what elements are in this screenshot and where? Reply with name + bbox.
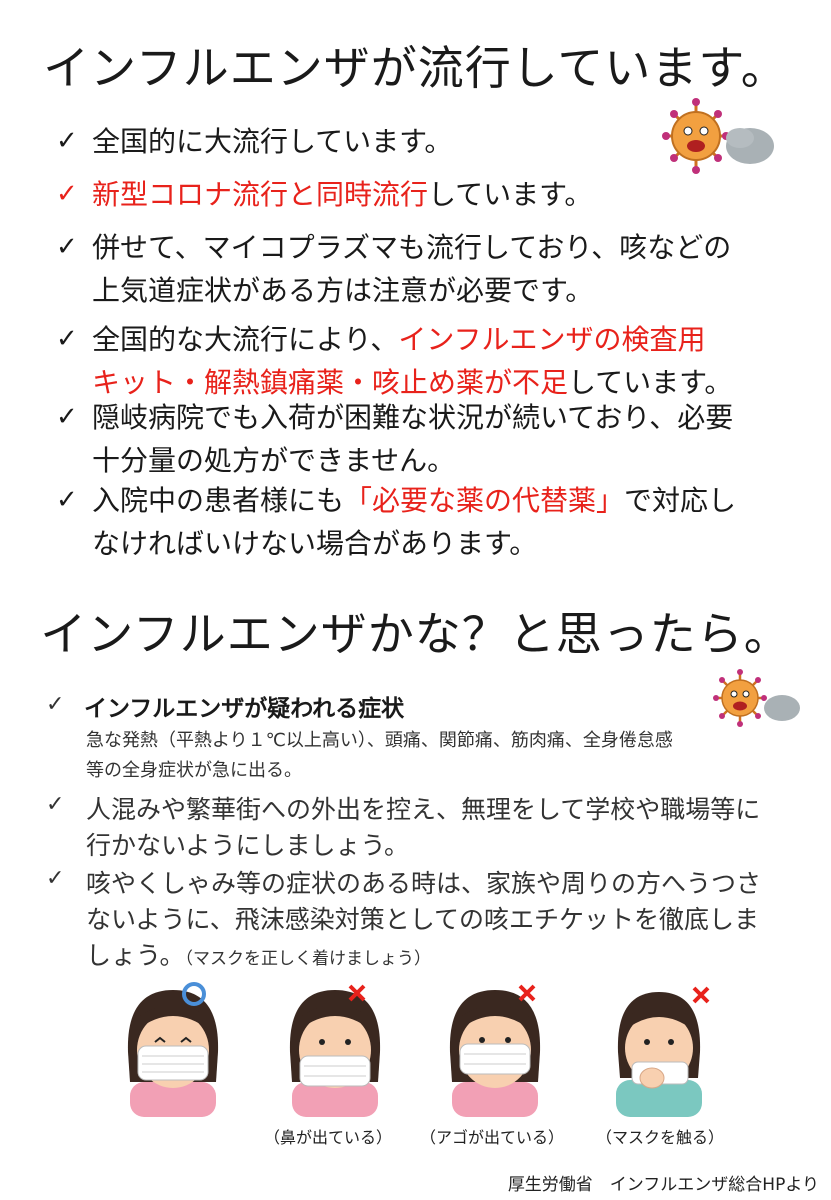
list-item: ✓ 人混みや繁華街への外出を控え、無理をして学校や職場等に 行かないようにしまし… — [46, 792, 806, 864]
check-icon: ✓ — [56, 126, 78, 156]
check-icon: ✓ — [56, 324, 78, 354]
section-title: インフルエンザかな？と思ったら。 — [40, 607, 791, 661]
caption: （アゴが出ている） — [420, 1128, 565, 1147]
item-highlight: インフルエンザの検査用 — [398, 323, 706, 356]
item-text: 等の全身症状が急に出る。 — [86, 760, 302, 781]
item-text: 咳やくしゃみ等の症状のある時は、家族や周りの方へうつさ — [86, 869, 762, 898]
item-text: 上気道症状がある方は注意が必要です。 — [92, 274, 594, 307]
item-text: しょう。 — [86, 941, 185, 970]
list-item: ✓ 併せて、マイコプラズマも流行しており、咳などの 上気道症状がある方は注意が必… — [56, 226, 796, 312]
check-icon: ✓ — [56, 402, 78, 432]
source-footer: 厚生労働省 インフルエンザ総合HPより — [507, 1175, 819, 1195]
item-text: なければいけない場合があります。 — [92, 527, 538, 560]
item-highlight: キット・解熱鎮痛薬・咳止め薬が不足 — [92, 366, 569, 399]
item-text: で対応し — [624, 484, 737, 517]
check-icon: ✓ — [56, 179, 78, 209]
item-highlight: 新型コロナ流行と同時流行 — [92, 178, 429, 211]
item-text: しています。 — [428, 178, 593, 211]
list-item: ✓ 全国的な大流行により、インフルエンザの検査用 キット・解熱鎮痛薬・咳止め薬が… — [56, 318, 796, 404]
item-text: 全国的な大流行により、 — [92, 323, 399, 356]
check-icon: ✓ — [56, 232, 78, 262]
check-icon: ✓ — [46, 792, 65, 817]
item-text: 併せて、マイコプラズマも流行しており、咳などの — [92, 231, 732, 264]
item-text: 十分量の処方ができません。 — [92, 444, 456, 477]
symptoms-heading: インフルエンザが疑われる症状 — [84, 696, 405, 722]
list-item: ✓ 全国的に大流行しています。 — [56, 120, 796, 163]
check-icon: ✓ — [46, 866, 65, 891]
caption: （鼻が出ている） — [263, 1128, 392, 1147]
item-highlight: 「必要な薬の代替薬」 — [344, 484, 625, 517]
girl-mask-nose-out-illustration — [289, 984, 381, 1117]
girl-touching-mask-illustration — [616, 986, 710, 1117]
main-title: インフルエンザが流行しています。 — [43, 41, 788, 95]
list-item: ✓ 隠岐病院でも入荷が困難な状況が続いており、必要 十分量の処方ができません。 — [56, 396, 796, 482]
item-text: 急な発熱（平熱より１℃以上高い）、頭痛、関節痛、筋肉痛、全身倦怠感 — [86, 730, 673, 751]
list-item: ✓ インフルエンザが疑われる症状 急な発熱（平熱より１℃以上高い）、頭痛、関節痛… — [46, 692, 806, 786]
check-icon: ✓ — [56, 485, 78, 515]
check-icon: ✓ — [46, 692, 65, 717]
girl-mask-chin-out-illustration — [449, 984, 541, 1117]
list-item: ✓ 咳やくしゃみ等の症状のある時は、家族や周りの方へうつさ ないように、飛沫感染… — [46, 866, 806, 977]
item-text: 全国的に大流行しています。 — [92, 125, 453, 158]
girl-mask-correct-illustration — [127, 982, 219, 1117]
list-item: ✓ 新型コロナ流行と同時流行しています。 — [56, 173, 796, 216]
item-text: しています。 — [568, 366, 733, 399]
caption: （マスクを触る） — [595, 1128, 724, 1147]
item-text: 隠岐病院でも入荷が困難な状況が続いており、必要 — [92, 401, 734, 434]
influenza-virus-illustration — [713, 669, 800, 727]
item-text: 行かないようにしましょう。 — [86, 831, 410, 860]
item-text: 入院中の患者様にも — [92, 484, 345, 517]
item-text: 人混みや繁華街への外出を控え、無理をして学校や職場等に — [86, 795, 761, 824]
influenza-virus-illustration — [662, 98, 774, 174]
item-text: ないように、飛沫感染対策としての咳エチケットを徹底しま — [86, 905, 760, 934]
item-note: （マスクを正しく着けましょう） — [184, 949, 432, 969]
list-item: ✓ 入院中の患者様にも「必要な薬の代替薬」で対応し なければいけない場合がありま… — [56, 479, 796, 565]
